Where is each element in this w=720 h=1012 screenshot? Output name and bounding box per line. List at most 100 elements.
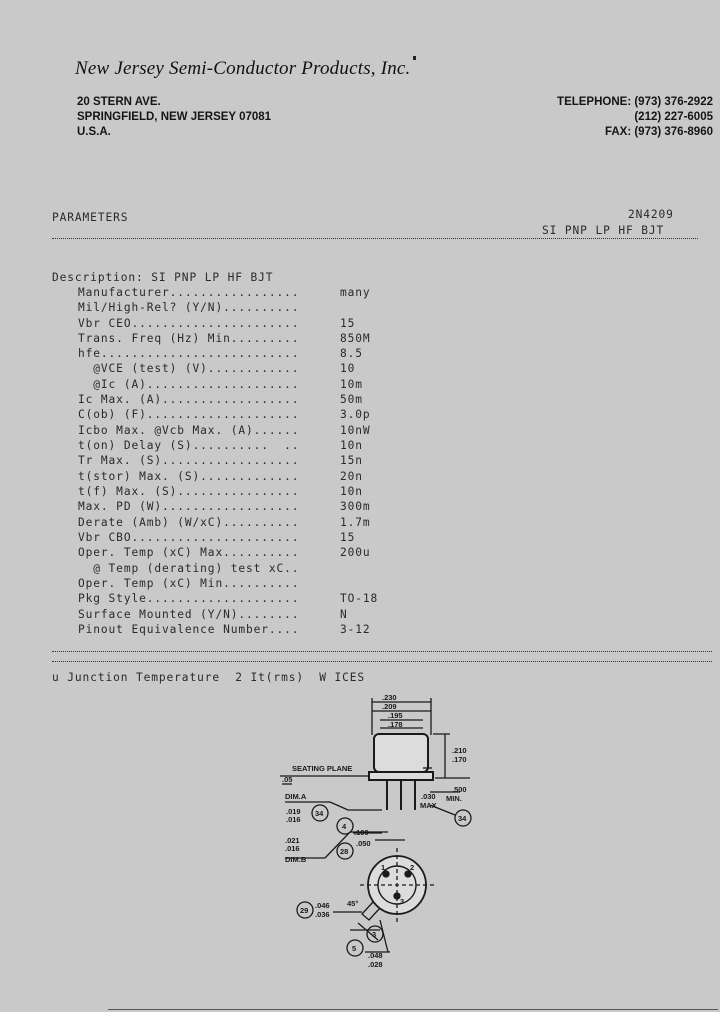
param-label: t(stor) Max. (S)............. <box>78 470 300 483</box>
param-row: Manufacturer................. many <box>78 286 370 301</box>
dim-label: .028 <box>368 960 383 969</box>
param-label: Vbr CEO...................... <box>78 317 300 330</box>
param-label: Icbo Max. @Vcb Max. (A)...... <box>78 424 300 437</box>
dim-label: .048 <box>368 951 383 960</box>
param-row: t(on) Delay (S).......... ..10n <box>78 439 362 454</box>
seating-plane-label: SEATING PLANE <box>292 764 352 773</box>
address-line: SPRINGFIELD, NEW JERSEY 07081 <box>77 111 272 123</box>
param-value: 8.5 <box>340 347 363 360</box>
param-row: @Ic (A).................... 10m <box>78 378 362 393</box>
param-value: 10n <box>340 485 363 498</box>
param-label: @Ic (A).................... <box>78 378 300 391</box>
param-label: Oper. Temp (xC) Max.......... <box>78 546 300 559</box>
param-value: 20n <box>340 470 363 483</box>
angle-label: 45° <box>347 899 358 908</box>
param-row: Pkg Style.................... TO-18 <box>78 592 377 607</box>
param-value: 850M <box>340 332 371 345</box>
param-label: Derate (Amb) (W/xC).......... <box>78 516 300 529</box>
param-row: t(f) Max. (S)................ 10n <box>78 485 362 500</box>
dim-label: .100 <box>354 828 369 837</box>
param-row: Max. PD (W).................. 300m <box>78 500 370 515</box>
description-line: Description: SI PNP LP HF BJT <box>52 271 274 284</box>
dim-label: .016 <box>286 815 301 824</box>
callout-number: 34 <box>315 809 324 818</box>
dim-label: .195 <box>388 711 403 720</box>
param-value: many <box>340 286 371 299</box>
param-label: Oper. Temp (xC) Min.......... <box>78 577 300 590</box>
param-label: t(f) Max. (S)................ <box>78 485 300 498</box>
callout-number: 3 <box>372 930 376 939</box>
param-label: t(on) Delay (S).......... .. <box>78 439 300 452</box>
param-label: Tr Max. (S).................. <box>78 454 300 467</box>
callout-number: 4 <box>342 822 347 831</box>
callout-number: 34 <box>458 814 467 823</box>
max-label: MAX <box>420 801 437 810</box>
telephone-line: TELEPHONE: (973) 376-2922 <box>557 96 713 108</box>
param-label: C(ob) (F).................... <box>78 408 300 421</box>
param-value: 15 <box>340 531 356 544</box>
dim-label: .021 <box>285 836 300 845</box>
dim-label: .209 <box>382 702 397 711</box>
param-value: N <box>340 608 348 621</box>
dim-label: .170 <box>452 755 467 764</box>
param-row: Tr Max. (S).................. 15n <box>78 454 362 469</box>
pin-label: 3 <box>400 897 404 906</box>
param-row: Derate (Amb) (W/xC)..........1.7m <box>78 516 370 531</box>
param-row: Vbr CEO...................... 15 <box>78 317 354 332</box>
param-row: Vbr CBO...................... 15 <box>78 531 354 546</box>
param-label: Vbr CBO...................... <box>78 531 300 544</box>
dim-label: .019 <box>286 807 301 816</box>
dim-label: .05 <box>282 775 292 784</box>
param-value: 15 <box>340 317 356 330</box>
param-value: 15n <box>340 454 363 467</box>
param-row: Mil/High-Rel? (Y/N).......... <box>78 301 299 316</box>
dim-label: .230 <box>382 693 397 702</box>
param-value: 10nW <box>340 424 371 437</box>
param-value: 10 <box>340 362 356 375</box>
footer-divider <box>52 661 712 662</box>
param-row: C(ob) (F).................... 3.0p <box>78 408 370 423</box>
param-value: 3.0p <box>340 408 371 421</box>
dim-label: .046 <box>315 901 330 910</box>
dim-label: .016 <box>285 844 300 853</box>
param-row: Surface Mounted (Y/N)........ N <box>78 608 347 623</box>
footnote: u Junction Temperature 2 It(rms) W ICES <box>52 671 366 684</box>
param-value: 200u <box>340 546 371 559</box>
part-description: SI PNP LP HF BJT <box>542 224 665 237</box>
param-label: Pkg Style.................... <box>78 592 300 605</box>
param-label: Max. PD (W).................. <box>78 500 300 513</box>
param-row: Pinout Equivalence Number....3-12 <box>78 623 370 638</box>
param-value: 50m <box>340 393 363 406</box>
logo-mark <box>413 56 416 60</box>
telephone-line: (212) 227-6005 <box>634 111 713 123</box>
param-row: Ic Max. (A).................. 50m <box>78 393 362 408</box>
dim-label: .178 <box>388 720 403 729</box>
param-label: Mil/High-Rel? (Y/N).......... <box>78 301 300 314</box>
param-row: Oper. Temp (xC) Min.......... <box>78 577 299 592</box>
pin-label: 2 <box>410 863 414 872</box>
param-value: TO-18 <box>340 592 379 605</box>
dim-a-label: DIM.A <box>285 792 307 801</box>
param-label: Trans. Freq (Hz) Min......... <box>78 332 300 345</box>
param-value: 3-12 <box>340 623 371 636</box>
param-row: hfe.......................... 8.5 <box>78 347 362 362</box>
dim-label: .500 <box>452 785 467 794</box>
callout-number: 28 <box>340 847 348 856</box>
param-value: 10m <box>340 378 363 391</box>
callout-number: 29 <box>300 906 308 915</box>
header-divider <box>52 238 698 239</box>
param-label: Ic Max. (A).................. <box>78 393 300 406</box>
param-label: Manufacturer................. <box>78 286 300 299</box>
param-label: hfe.......................... <box>78 347 300 360</box>
param-row: t(stor) Max. (S)............. 20n <box>78 470 362 485</box>
min-label: MIN. <box>446 794 462 803</box>
param-row: @VCE (test) (V)............10 <box>78 362 354 377</box>
param-row: Icbo Max. @Vcb Max. (A)...... 10nW <box>78 424 370 439</box>
package-outline-drawing: .230 .209 .195 .178 .210 .170 SEATING PL… <box>280 693 472 969</box>
dim-label: .036 <box>315 910 330 919</box>
param-value: 300m <box>340 500 371 513</box>
dim-label: .050 <box>356 839 371 848</box>
param-label: Surface Mounted (Y/N)........ <box>78 608 300 621</box>
company-address: 20 STERN AVE. SPRINGFIELD, NEW JERSEY 07… <box>77 95 271 140</box>
dim-b-label: DIM.B <box>285 855 307 864</box>
